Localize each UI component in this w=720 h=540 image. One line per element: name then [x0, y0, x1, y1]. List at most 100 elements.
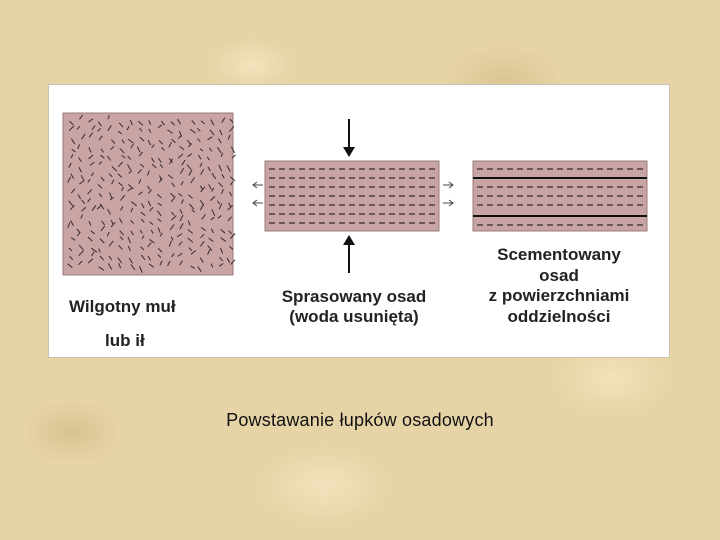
mud-grain-mark	[181, 159, 186, 166]
mud-grain-mark	[180, 181, 184, 186]
mud-grain-mark	[228, 230, 233, 235]
mud-grain-mark	[126, 125, 130, 131]
water-out-arrows-left	[252, 181, 263, 207]
mud-grain-mark	[226, 165, 231, 172]
mud-grain-mark	[69, 255, 74, 261]
mud-grain-mark	[76, 228, 81, 233]
mud-grain-mark	[128, 257, 134, 264]
mud-grain-mark	[130, 264, 136, 271]
mud-grain-mark	[207, 245, 213, 252]
mud-grain-mark	[141, 254, 146, 261]
mud-grain-mark	[140, 211, 146, 216]
mud-grain-mark	[147, 200, 152, 207]
mud-grain-mark	[149, 221, 154, 225]
mud-grain-mark	[230, 146, 235, 154]
mud-grain-mark	[107, 115, 110, 120]
mud-grain-mark	[208, 147, 213, 152]
mud-grain-mark	[210, 228, 215, 234]
mud-grain-mark	[78, 244, 84, 251]
mud-grain-mark	[139, 266, 143, 273]
mud-grain-mark	[99, 238, 105, 244]
mud-grain-mark	[139, 229, 143, 234]
mud-grain-mark	[130, 230, 134, 236]
mud-grain-mark	[88, 154, 94, 160]
mud-grain-mark	[211, 187, 215, 192]
mud-grain-mark	[216, 146, 222, 154]
mud-grain-mark	[170, 121, 176, 126]
mud-grain-mark	[187, 153, 192, 158]
mud-grain-mark	[217, 215, 222, 219]
mud-grain-mark	[106, 155, 112, 161]
mud-grain-mark	[200, 169, 205, 175]
mud-grain-mark	[88, 132, 94, 138]
mud-grain-mark	[188, 247, 193, 252]
mud-grain-mark	[151, 144, 155, 149]
mud-grain-mark	[170, 196, 176, 203]
mud-grain-mark	[70, 173, 75, 179]
mud-grain-mark	[97, 184, 103, 189]
mud-grain-mark	[147, 255, 152, 261]
mud-grain-mark	[77, 144, 80, 150]
mud-grain-mark	[167, 260, 171, 267]
mud-grain-mark	[190, 265, 195, 269]
press-arrow-down	[343, 119, 355, 157]
mud-grain-mark	[119, 147, 125, 154]
wet-mud-texture	[67, 114, 236, 273]
mud-grain-mark	[167, 129, 173, 134]
mud-grain-mark	[108, 173, 113, 178]
mud-grain-mark	[220, 237, 227, 242]
mud-grain-mark	[229, 191, 233, 197]
mud-grain-mark	[138, 151, 143, 157]
mud-grain-mark	[217, 138, 222, 144]
mud-grain-mark	[118, 122, 124, 128]
mud-grain-mark	[118, 244, 123, 250]
mud-grain-mark	[227, 216, 232, 222]
mud-grain-mark	[157, 247, 163, 253]
cemented-label-line4: oddzielności	[507, 306, 611, 326]
mud-grain-mark	[117, 173, 123, 178]
mud-grain-mark	[206, 156, 210, 161]
mud-grain-mark	[140, 246, 145, 251]
mud-grain-mark	[216, 200, 221, 205]
mud-grain-mark	[176, 233, 183, 238]
mud-grain-mark	[70, 220, 74, 226]
mud-grain-mark	[186, 164, 192, 170]
mud-grain-mark	[187, 229, 194, 234]
mud-grain-mark	[80, 174, 85, 182]
mud-grain-mark	[221, 173, 225, 179]
mud-grain-mark	[99, 255, 104, 261]
mud-grain-mark	[120, 206, 124, 211]
mud-grain-mark	[170, 192, 175, 198]
compressed-label: Sprasowany osad (woda usunięta)	[254, 287, 454, 327]
mud-grain-mark	[98, 266, 105, 271]
mud-grain-mark	[171, 253, 175, 258]
mud-grain-mark	[128, 184, 134, 190]
mud-grain-mark	[117, 161, 123, 168]
slide-caption: Powstawanie łupków osadowych	[226, 410, 494, 430]
mud-grain-mark	[117, 130, 122, 135]
mud-grain-mark	[87, 236, 93, 242]
mud-grain-mark	[168, 240, 173, 247]
mud-grain-mark	[100, 148, 104, 153]
mud-grain-mark	[197, 154, 202, 160]
mud-grain-mark	[178, 130, 183, 137]
mud-grain-mark	[199, 257, 204, 263]
mud-grain-mark	[99, 203, 105, 210]
mud-grain-mark	[169, 158, 174, 165]
mud-grain-mark	[68, 125, 75, 132]
mud-grain-mark	[168, 141, 172, 148]
mud-grain-mark	[129, 119, 133, 126]
mud-grain-mark	[151, 157, 155, 163]
mud-grain-mark	[177, 153, 184, 159]
mud-grain-mark	[96, 204, 103, 210]
mud-grain-mark	[187, 237, 194, 243]
mud-grain-mark	[208, 237, 214, 242]
mud-grain-mark	[200, 186, 206, 193]
mud-grain-mark	[130, 220, 135, 224]
mud-grain-mark	[191, 209, 196, 213]
compressed-label-line2: (woda usunięta)	[289, 307, 419, 326]
mud-grain-mark	[230, 233, 236, 239]
water-out-arrows-right	[443, 181, 454, 207]
mud-grain-mark	[118, 182, 123, 187]
mud-grain-mark	[128, 170, 133, 174]
